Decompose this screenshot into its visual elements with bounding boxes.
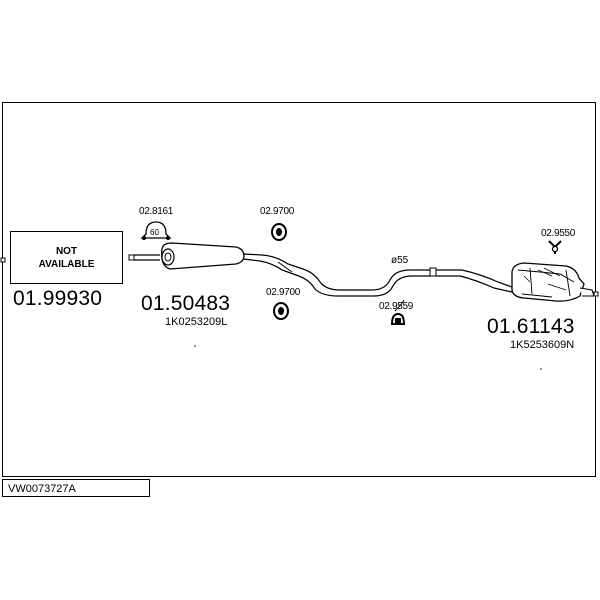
- rubber-strap-icon: [390, 312, 406, 325]
- pipe-cut-mark: [277, 261, 293, 273]
- tailpipe: [579, 287, 595, 297]
- dot-mark: [194, 345, 196, 347]
- diagram-frame: [2, 102, 596, 477]
- front-pipe-stub: [128, 254, 135, 261]
- oem-number: 1K0253209L: [165, 316, 228, 328]
- accessory-code: 02.9700: [260, 206, 295, 217]
- rear-pipe-joint: [429, 267, 437, 277]
- middle-silencer-inlet-inner: [164, 252, 172, 262]
- rubber-mount-icon: [271, 223, 287, 241]
- middle-silencer-inlet: [161, 248, 175, 266]
- front-inlet-pipe: [134, 254, 160, 261]
- clamp-bolt-right: [166, 236, 170, 240]
- rubber-mount-icon: [273, 302, 289, 320]
- not-available-text: NOT AVAILABLE: [38, 245, 95, 270]
- intermediate-pipe-top: [242, 253, 430, 291]
- rear-silencer: [511, 262, 585, 302]
- accessory-code: 02.9550: [541, 228, 576, 239]
- hanger-icon: [548, 240, 562, 254]
- not-available-box: NOT AVAILABLE: [10, 231, 123, 284]
- oem-number: 1K5253609N: [510, 339, 575, 351]
- part-number: 01.61143: [487, 315, 575, 338]
- part-number: 01.50483: [141, 292, 231, 315]
- pipe-diameter: ø55: [391, 255, 409, 266]
- frame-marker-left: [0, 257, 6, 263]
- accessory-code: 02.9559: [379, 301, 414, 312]
- frame-marker-right: [593, 291, 599, 297]
- clamp-marking: 60: [150, 228, 159, 237]
- middle-silencer: [161, 242, 245, 270]
- rear-silencer-detail: [517, 267, 575, 298]
- clamp-bolt-left: [142, 236, 146, 240]
- accessory-code: 02.8161: [139, 206, 174, 217]
- dot-mark: [540, 368, 542, 370]
- reference-box: VW0073727A: [2, 479, 150, 497]
- reference-code: VW0073727A: [8, 483, 76, 495]
- rear-silencer-hatching: [523, 267, 567, 291]
- rear-pipe: [436, 269, 513, 293]
- strap-leader: [394, 299, 405, 312]
- clamp-icon: [140, 221, 172, 239]
- accessory-code: 02.9700: [266, 287, 301, 298]
- intermediate-pipe-bottom: [242, 258, 430, 297]
- part-number: 01.99930: [13, 287, 103, 310]
